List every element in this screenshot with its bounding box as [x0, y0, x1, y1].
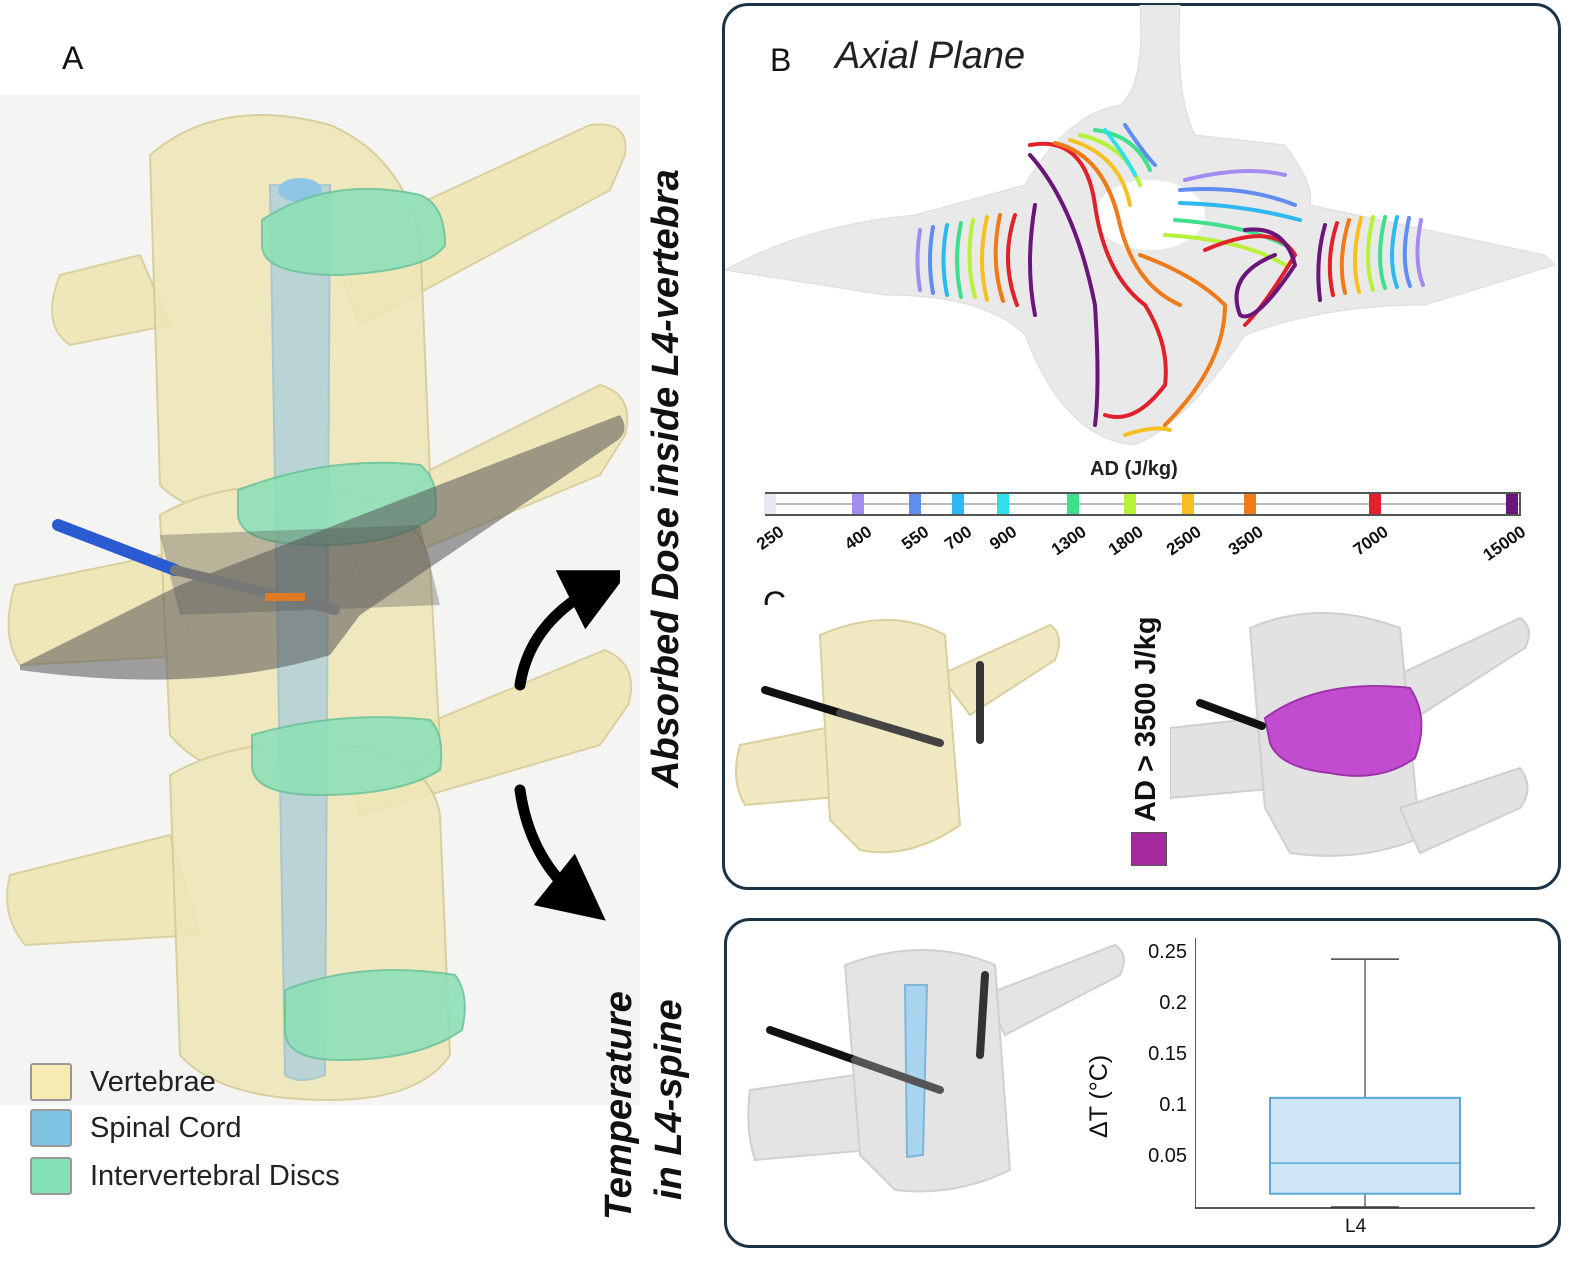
colorbar-swatch-550	[909, 494, 921, 514]
axial-contour-map	[725, 5, 1556, 446]
legend-discs: Intervertebral Discs	[30, 1156, 340, 1196]
colorbar-swatch-700	[952, 494, 964, 514]
flow-arrows	[514, 570, 620, 921]
legend-label: Spinal Cord	[90, 1111, 242, 1144]
vertebrae-swatch	[30, 1063, 72, 1101]
colorbar-swatch-900	[997, 494, 1009, 514]
x-category-label: L4	[1345, 1216, 1367, 1237]
iqr-box	[1269, 1096, 1461, 1195]
vertebra-with-needle-render	[730, 605, 1070, 865]
absorbed-dose-label: Absorbed Dose inside L4-vertebra	[645, 169, 687, 788]
colorbar-title: AD (J/kg)	[1090, 458, 1178, 480]
temperature-label-line2: in L4-spine	[648, 999, 690, 1200]
colorbar-swatch-3500	[1244, 494, 1256, 514]
colorbar-swatch-15000	[1506, 494, 1518, 514]
legend-vertebrae: Vertebrae	[30, 1062, 216, 1102]
legend-label: Intervertebral Discs	[90, 1159, 340, 1192]
colorbar-swatch-2500	[1182, 494, 1194, 514]
arrow-up	[514, 570, 620, 691]
colorbar-swatch-7000	[1369, 494, 1381, 514]
axial-plane-title: Axial Plane	[835, 35, 1026, 77]
panel-a-letter: A	[62, 40, 84, 76]
legend-spinal-cord: Spinal Cord	[30, 1108, 242, 1148]
colorbar-swatch-1300	[1067, 494, 1079, 514]
legend-label: Vertebrae	[90, 1065, 216, 1098]
y-tick-label: 0.25	[1148, 941, 1187, 963]
y-axis-label: ΔT (°C)	[1085, 1054, 1113, 1138]
ablation-zone-render	[1170, 608, 1540, 863]
y-tick-label: 0.2	[1159, 992, 1187, 1014]
temperature-label-line1: Temperature	[598, 991, 640, 1220]
threshold-label: AD > 3500 J/kg	[1130, 616, 1162, 822]
box-plot-area	[1195, 938, 1535, 1209]
y-tick-label: 0.05	[1148, 1145, 1187, 1167]
y-tick-label: 0.15	[1148, 1043, 1187, 1065]
y-tick-label: 0.1	[1159, 1094, 1187, 1116]
colorbar-swatch-400	[852, 494, 864, 514]
colorbar-swatch-1800	[1124, 494, 1136, 514]
spine-3d-illustration	[0, 95, 640, 1105]
colorbar-swatch-250	[764, 494, 776, 514]
panel-b-letter: B	[770, 42, 792, 78]
temperature-spine-render	[745, 935, 1135, 1200]
box-plot: ΔT (°C) 0.25 0.2 0.15 0.1 0.05 L4	[1075, 928, 1545, 1248]
discs-swatch	[30, 1157, 72, 1195]
arrow-down	[514, 784, 606, 921]
spinal-cord-swatch	[30, 1109, 72, 1147]
colorbar	[765, 492, 1521, 516]
threshold-swatch	[1131, 832, 1167, 866]
